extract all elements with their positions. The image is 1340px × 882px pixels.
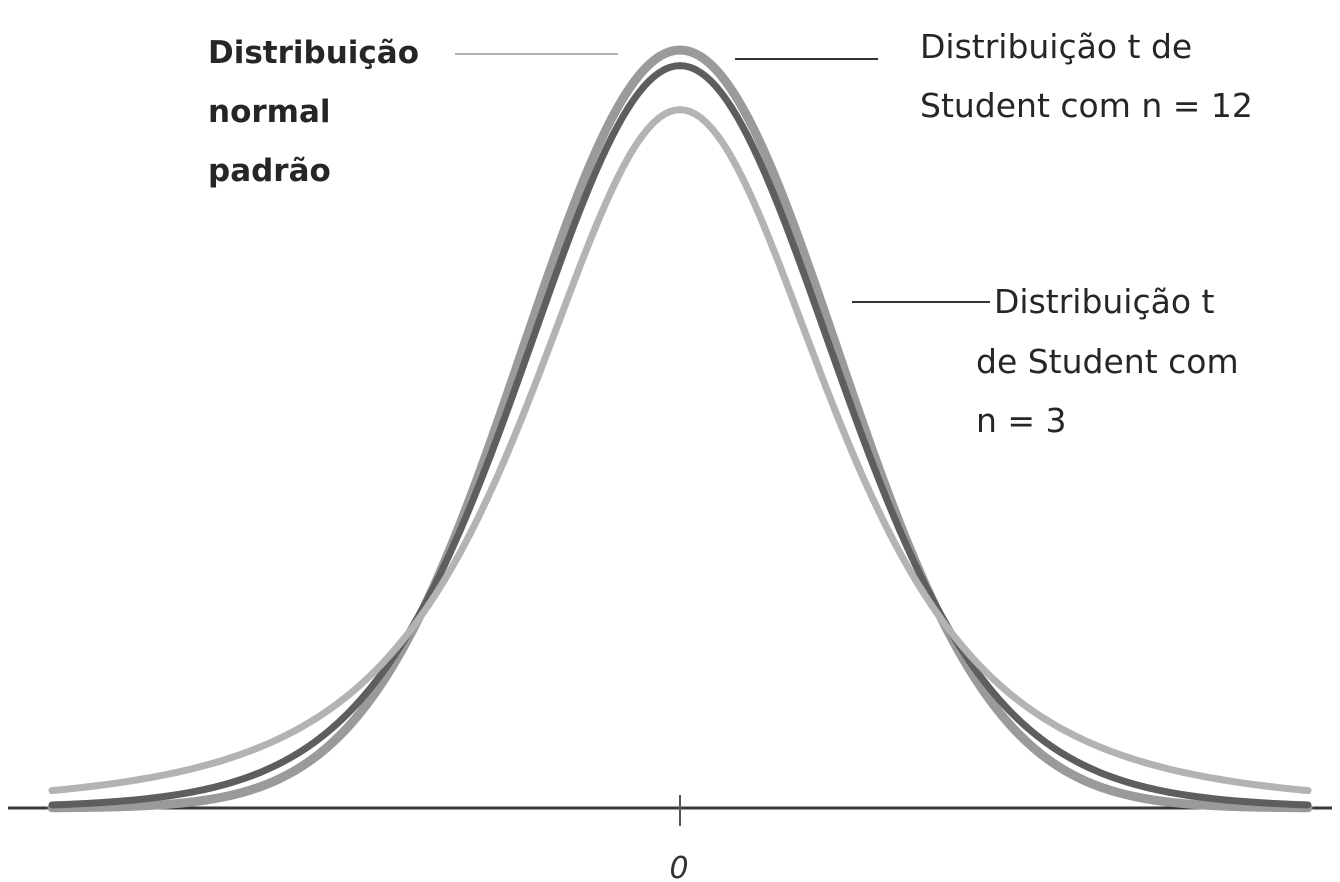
normal-label: Distribuição normal padrão: [208, 35, 419, 189]
t12-label-line-1: Distribuição t de: [920, 27, 1192, 66]
t3-label-line-2: de Student com: [976, 342, 1239, 381]
normal-curve: [47, 45, 1313, 813]
t12-label: Distribuição t de Student com n = 12: [920, 27, 1253, 125]
t3-label-line-3: n = 3: [976, 401, 1067, 440]
normal-label-line-3: padrão: [208, 153, 331, 189]
t12-label-line-2: Student com n = 12: [920, 86, 1253, 125]
t3-curve: [48, 106, 1312, 795]
x-tick-label: 0: [669, 851, 688, 882]
normal-label-line-2: normal: [208, 94, 331, 130]
t3-label-line-1: Distribuição t: [994, 282, 1215, 321]
t3-label: Distribuição t de Student com n = 3: [976, 282, 1239, 440]
normal-label-line-1: Distribuição: [208, 35, 419, 71]
t12-curve: [48, 62, 1312, 809]
